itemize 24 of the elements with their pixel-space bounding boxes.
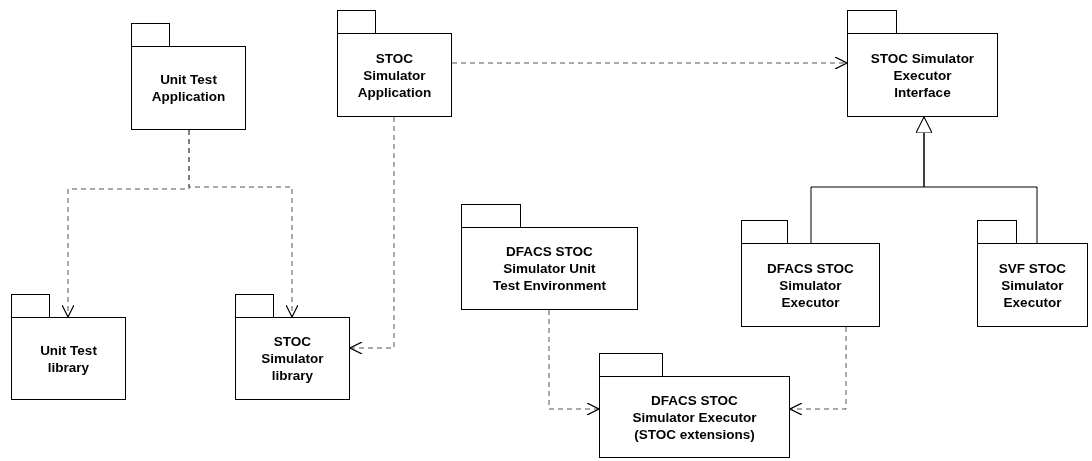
dependency-arrow (451, 56, 848, 70)
package-box (461, 204, 638, 310)
package-name: DFACS STOC Simulator Executor (STOC extensions) (631, 391, 758, 443)
package-name: DFACS STOC Simulator Executor (766, 259, 855, 311)
dependency-arrow (789, 326, 847, 416)
package-box (235, 294, 350, 400)
dependency-arrow (349, 116, 395, 355)
package-name: STOC Simulator Executor Interface (869, 49, 976, 101)
dependency-arrow (188, 129, 299, 318)
generalization-arrow (915, 116, 1038, 244)
package-box (599, 353, 790, 458)
package-box (741, 220, 880, 327)
package-name: Unit Test library (39, 341, 98, 376)
dependency-arrow (548, 309, 600, 416)
package-box (847, 10, 998, 117)
package-name: Unit Test Application (150, 71, 227, 105)
package-box (11, 294, 126, 400)
package-name: DFACS STOC Simulator Unit Test Environment (492, 243, 607, 294)
package-name: STOC Simulator Application (356, 49, 433, 101)
package-box (131, 23, 246, 130)
package-box (337, 10, 452, 117)
package-name: STOC Simulator library (260, 333, 325, 384)
package-name: SVF STOC Simulator Executor (997, 259, 1068, 311)
package-box (977, 220, 1088, 327)
